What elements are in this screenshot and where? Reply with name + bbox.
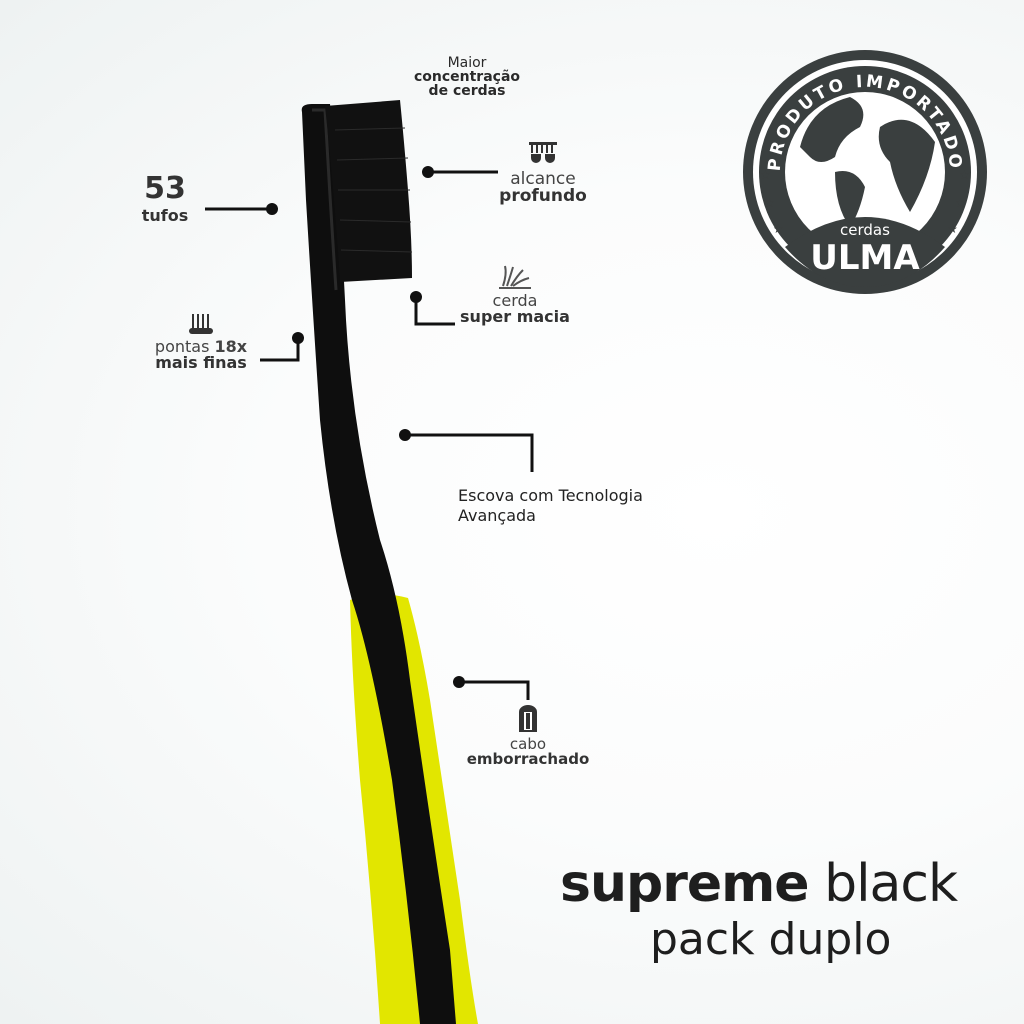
feature-text: Escova com Tecnologia (458, 486, 643, 505)
soft-bristle-icon (499, 265, 531, 289)
product-name: supreme black (560, 858, 958, 910)
feature-concentration: Maior concentração de cerdas (400, 56, 534, 98)
rubber-handle-icon (519, 705, 537, 732)
feature-tufts: 53 tufos (130, 174, 200, 224)
svg-text:★: ★ (773, 222, 784, 236)
feature-technology: Escova com Tecnologia Avançada (458, 488, 643, 524)
product-name-bold: supreme (560, 854, 810, 914)
feature-text: cabo (509, 735, 547, 753)
svg-text:★: ★ (760, 168, 771, 182)
callout-lines (205, 170, 534, 700)
badge-brand: ULMA (810, 238, 920, 278)
product-name-light: black (824, 854, 958, 914)
feature-text: 18x (214, 337, 248, 356)
imported-product-badge: PRODUTO IMPORTADO ★★★★★★ cerdas ULMA (740, 47, 990, 297)
badge-small-text: cerdas (840, 221, 890, 239)
feature-text: cerda (492, 291, 538, 310)
feature-handle: cabo emborrachado (462, 704, 594, 767)
feature-text: emborrachado (466, 750, 590, 768)
feature-text: Avançada (458, 506, 536, 525)
bristles (325, 100, 412, 282)
feature-text: mais finas (155, 353, 247, 372)
feature-text: super macia (460, 307, 570, 326)
feature-text: concentração (413, 69, 521, 85)
feature-text: profundo (499, 186, 587, 206)
tufts-number: 53 (144, 171, 186, 206)
feature-text: de cerdas (428, 83, 506, 99)
feature-soft: cerda super macia (452, 264, 578, 325)
feature-text: Maior (447, 55, 487, 71)
handle-neck (301, 104, 456, 1024)
svg-text:★: ★ (959, 168, 970, 182)
feature-reach: alcance profundo (488, 140, 598, 205)
svg-text:★: ★ (947, 222, 958, 236)
product-subtitle: pack duplo (650, 914, 892, 965)
feature-text: alcance (510, 169, 576, 189)
svg-text:★: ★ (955, 196, 966, 210)
fine-tips-icon (189, 314, 213, 334)
feature-text: pontas (154, 337, 210, 356)
feature-tips: pontas 18x mais finas (146, 312, 256, 371)
svg-text:★: ★ (764, 196, 775, 210)
bristle-reach-icon (529, 142, 557, 163)
tufts-label: tufos (141, 206, 189, 225)
